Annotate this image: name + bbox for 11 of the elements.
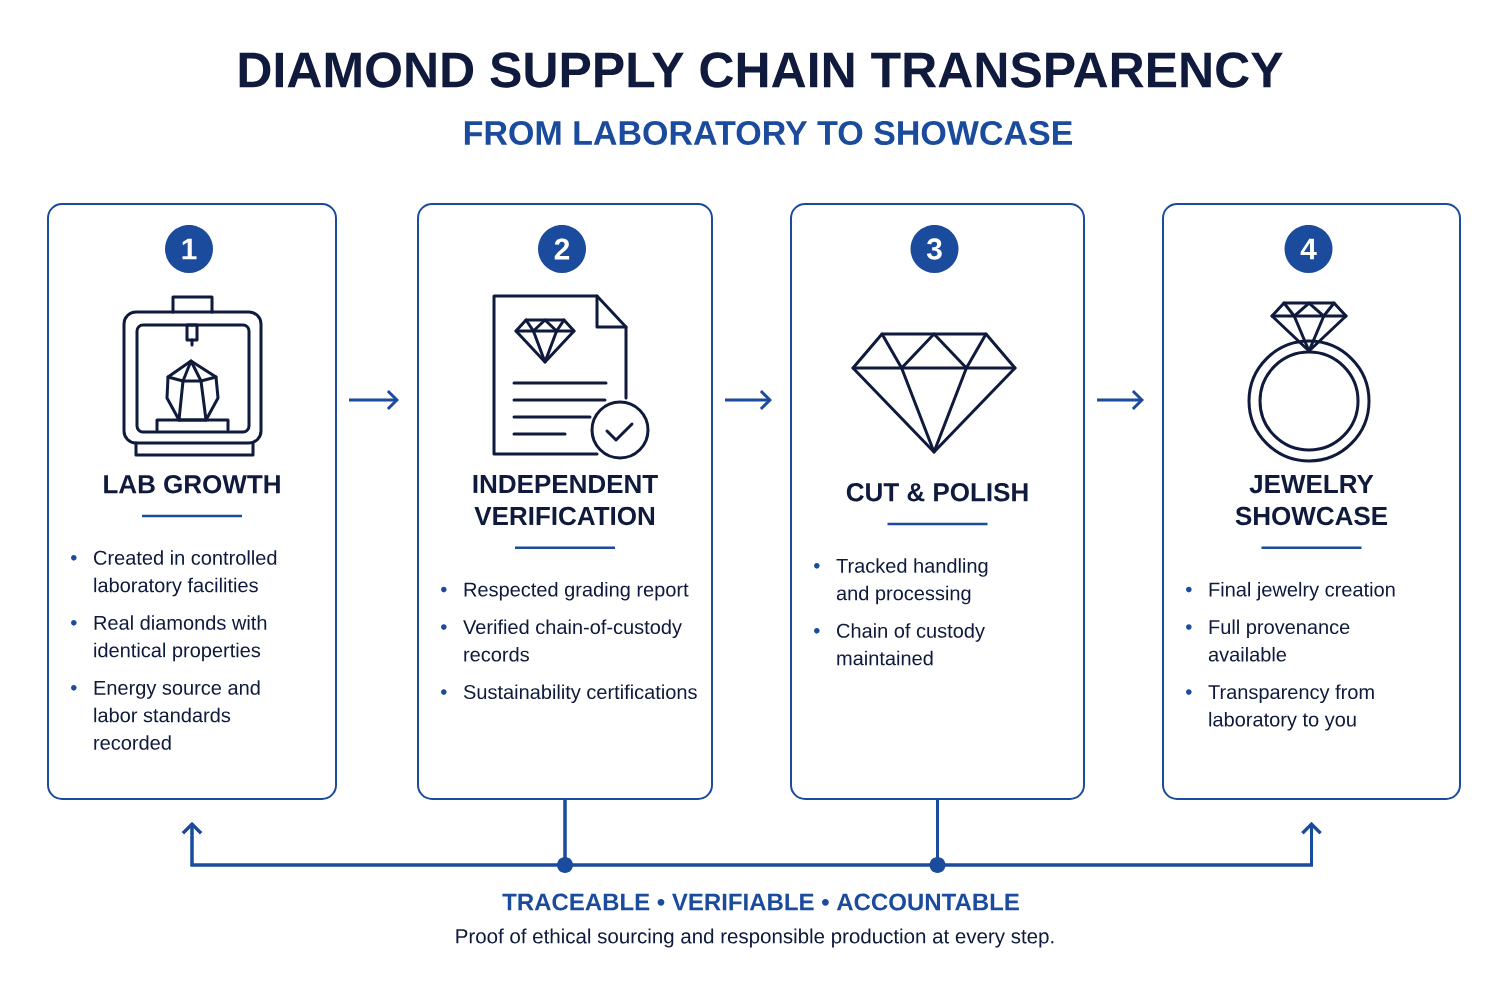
step-number-badge: 1 [165,225,213,273]
step-number-badge: 3 [910,225,959,273]
subtitle: FROM LABORATORY TO SHOWCASE [464,120,1073,146]
step-number-badge: 4 [1284,225,1333,273]
tagline: TRACEABLE • VERIFIABLE • ACCOUNTABLE [502,893,1019,911]
arrow [725,389,772,411]
arrow [349,389,399,411]
arrow [1097,389,1144,411]
footnote-text: Proof of ethical sourcing and responsible production at every step. [456,928,1054,948]
step-number-badge: 2 [538,225,586,273]
title: DIAMOND SUPPLY CHAIN TRANSPARENCY [239,52,1283,88]
